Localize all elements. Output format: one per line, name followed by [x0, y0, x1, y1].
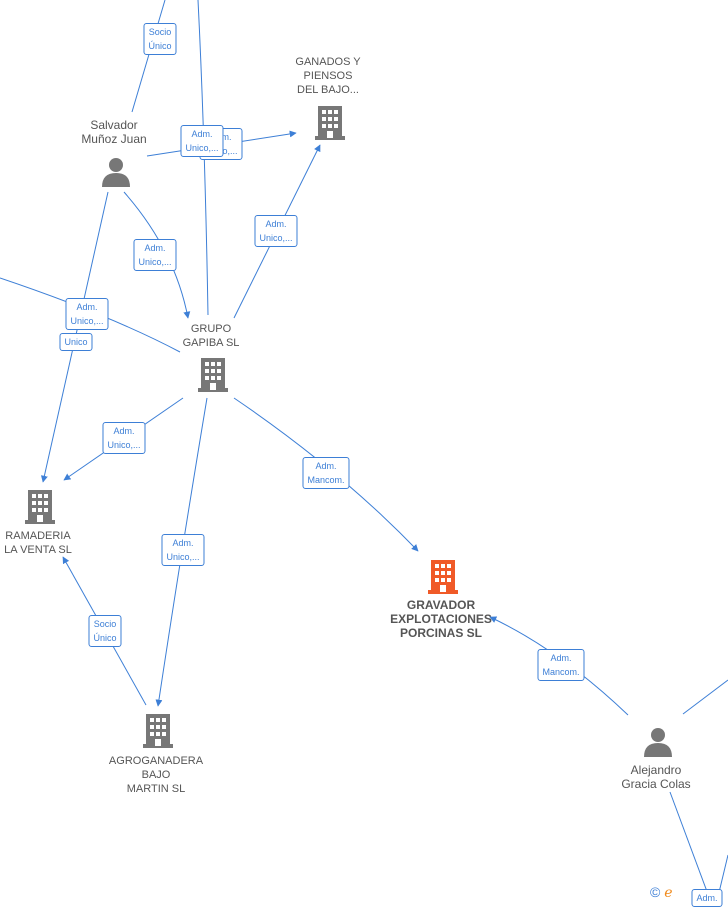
building-icon-focus[interactable]: [428, 558, 458, 594]
brand-logo-icon: e: [664, 885, 673, 901]
copyright-mark: © e: [650, 884, 673, 901]
person-icon[interactable]: [101, 157, 131, 187]
edge-label-adm-unico[interactable]: Adm. Unico,...: [161, 534, 205, 566]
node-label-ganados[interactable]: GANADOS Y PIENSOS DEL BAJO...: [295, 56, 361, 96]
copyright-symbol: ©: [650, 884, 661, 900]
edge-label-adm-unico[interactable]: Adm. Unico,...: [254, 215, 298, 247]
building-icon[interactable]: [198, 356, 228, 392]
edge-label-adm[interactable]: Adm.: [691, 889, 723, 907]
edge-label-adm-mancom[interactable]: Adm. Mancom.: [537, 649, 585, 681]
edge-label-adm-mancom[interactable]: Adm. Mancom.: [302, 457, 350, 489]
node-label-agroganadera[interactable]: AGROGANADERA BAJO MARTIN SL: [108, 755, 204, 795]
node-label-gravador[interactable]: GRAVADOR EXPLOTACIONES PORCINAS SL: [390, 598, 492, 640]
node-label-ramaderia[interactable]: RAMADERIA LA VENTA SL: [4, 530, 72, 556]
building-icon[interactable]: [25, 488, 55, 524]
node-label-grupo[interactable]: GRUPO GAPIBA SL: [182, 323, 240, 349]
building-icon[interactable]: [315, 104, 345, 140]
edge-label-socio-unico[interactable]: Socio Único: [143, 23, 177, 55]
person-icon[interactable]: [643, 727, 673, 757]
node-label-salvador[interactable]: Salvador Muñoz Juan: [81, 118, 147, 146]
edge-top-to-salvador: [131, 0, 166, 113]
edge-alejandro-to-right: [682, 679, 728, 715]
edge-label-adm-unico[interactable]: Adm. Unico,...: [133, 239, 177, 271]
node-label-alejandro[interactable]: Alejandro Gracia Colas: [621, 763, 691, 791]
edge-label-adm-unico[interactable]: Adm. Unico,...: [65, 298, 109, 330]
building-icon[interactable]: [143, 712, 173, 748]
edge-alejandro-down: [669, 791, 713, 905]
edge-label-unico[interactable]: Unico: [59, 333, 93, 351]
edge-label-socio-unico[interactable]: Socio Único: [88, 615, 122, 647]
edge-label-adm-unico[interactable]: Adm. Unico,...: [102, 422, 146, 454]
edge-label-adm-unico[interactable]: Adm. Unico,...: [180, 125, 224, 157]
